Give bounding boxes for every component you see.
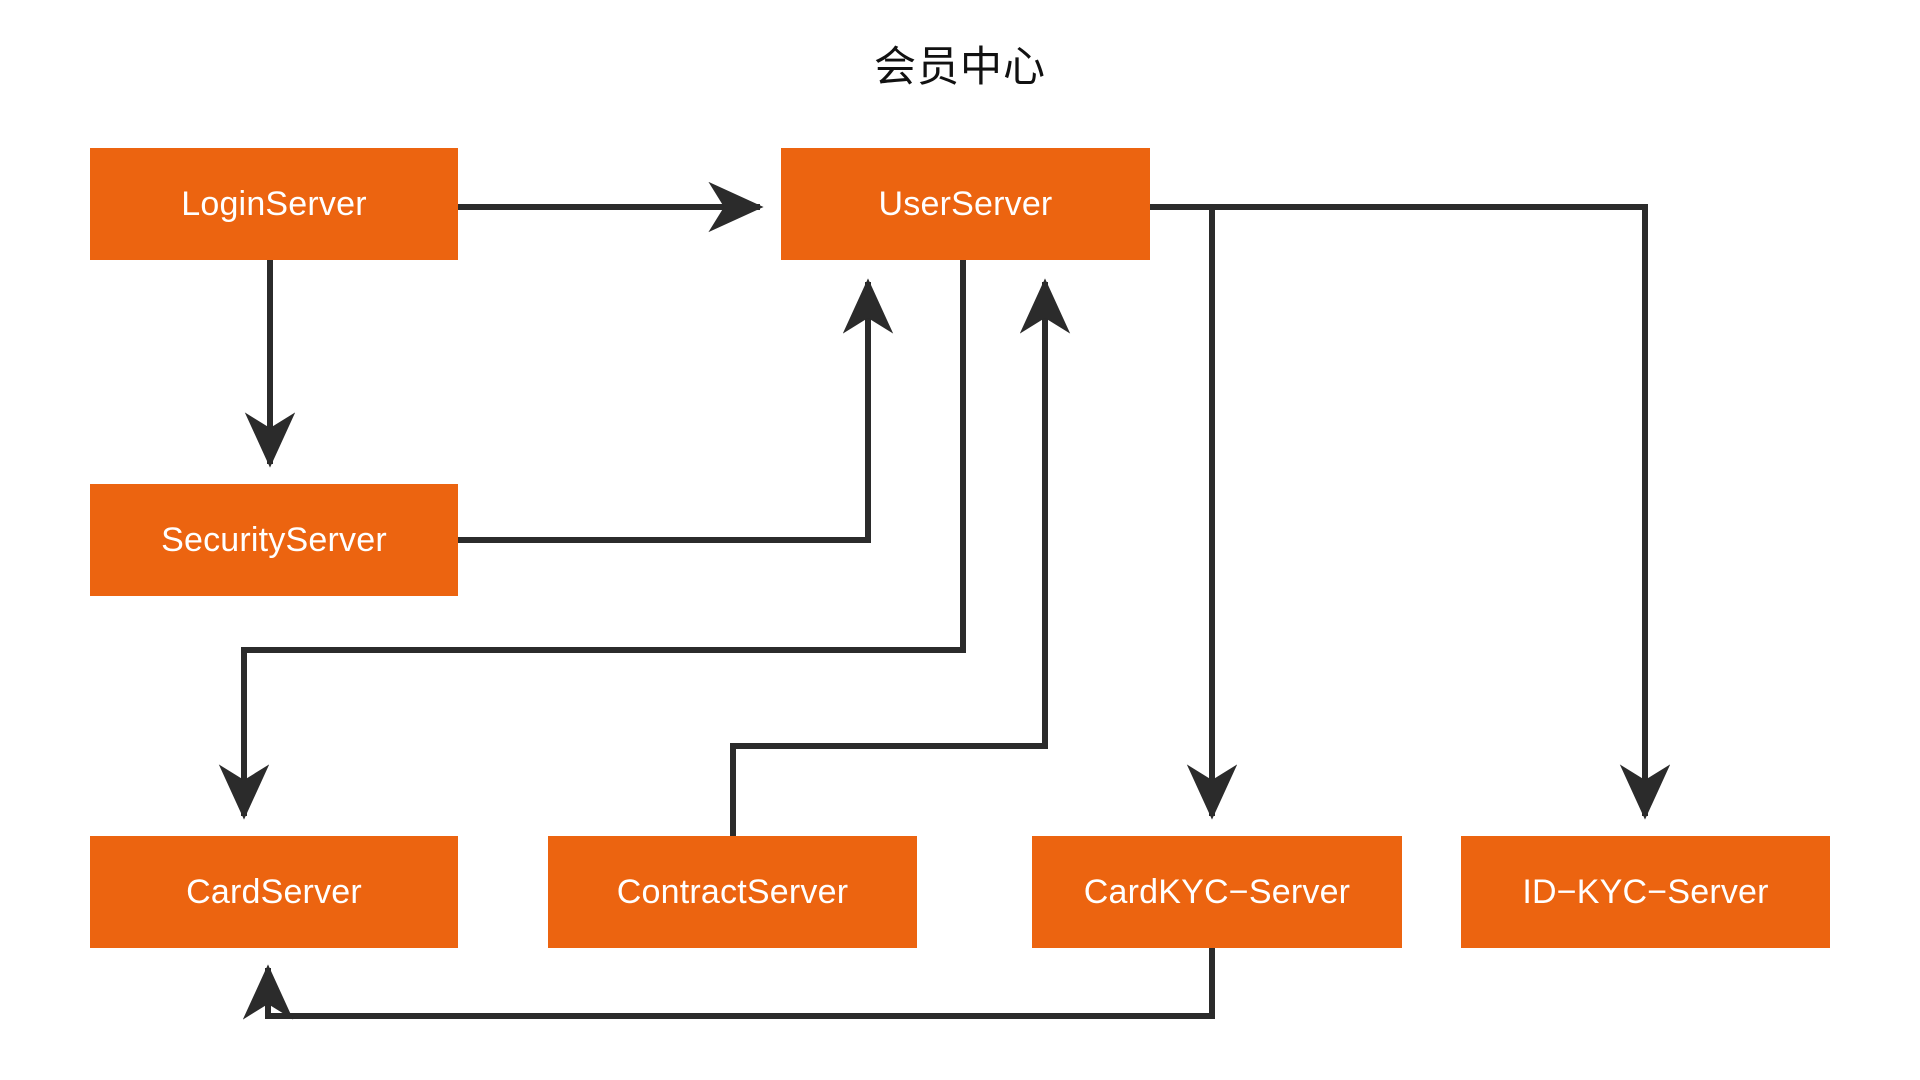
edge-user-to-idkyc bbox=[1150, 204, 1671, 820]
node-idkyc-server[interactable]: ID−KYC−Server bbox=[1461, 836, 1830, 948]
node-label: CardKYC−Server bbox=[1083, 872, 1351, 911]
edge-user-to-cardkyc bbox=[1150, 204, 1238, 820]
node-label: SecurityServer bbox=[161, 520, 387, 559]
node-label: LoginServer bbox=[181, 184, 367, 223]
node-security-server[interactable]: SecurityServer bbox=[90, 484, 458, 596]
node-label: CardServer bbox=[186, 872, 362, 911]
diagram-title: 会员中心 bbox=[873, 42, 1046, 91]
edge-cardkyc-to-card bbox=[242, 948, 1215, 1020]
node-label: ID−KYC−Server bbox=[1522, 872, 1769, 911]
node-cardkyc-server[interactable]: CardKYC−Server bbox=[1032, 836, 1402, 948]
node-user-server[interactable]: UserServer bbox=[781, 148, 1150, 260]
edge-contract-to-user bbox=[730, 278, 1071, 836]
node-label: UserServer bbox=[878, 184, 1053, 223]
node-card-server[interactable]: CardServer bbox=[90, 836, 458, 948]
node-contract-server[interactable]: ContractServer bbox=[548, 836, 917, 948]
node-label: ContractServer bbox=[616, 872, 849, 911]
node-login-server[interactable]: LoginServer bbox=[90, 148, 458, 260]
edge-security-to-user bbox=[458, 278, 894, 543]
